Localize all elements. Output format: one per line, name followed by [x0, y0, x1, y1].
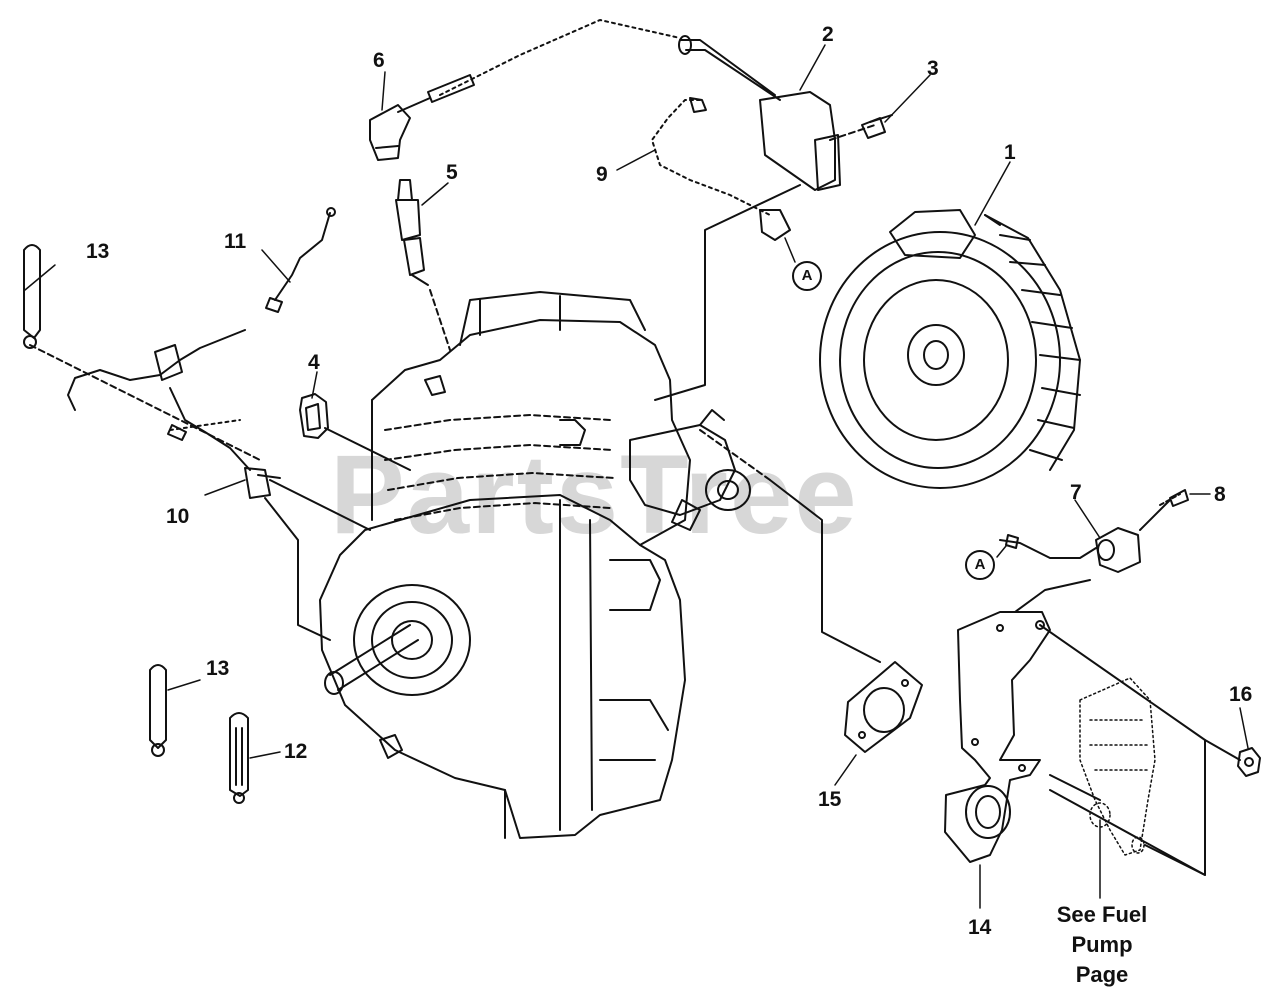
watermark: PartsTree [330, 432, 859, 557]
callout-4: 4 [308, 351, 320, 374]
spark-plug [395, 179, 451, 351]
nut-16 [1237, 747, 1261, 777]
callout-12: 12 [284, 740, 308, 763]
spark-plug-boot [369, 97, 431, 161]
grommet [299, 393, 411, 471]
bolt-3 [861, 114, 893, 139]
ignition-coil [678, 35, 876, 191]
callout-10: 10 [166, 505, 190, 528]
callout-13-upper: 13 [86, 240, 110, 263]
callout-6: 6 [373, 49, 385, 72]
ground-wire [265, 207, 336, 313]
callout-3: 3 [927, 57, 939, 80]
cable-tie-12 [229, 712, 249, 804]
callout-13-lower: 13 [206, 657, 230, 680]
fuel-pump-page-note: See Fuel Pump Page [1040, 900, 1164, 990]
callout-15: 15 [818, 788, 842, 811]
oil-sensor-harness [29, 329, 371, 641]
connector-ref-a-lower: A [965, 550, 995, 580]
stop-wire [651, 97, 791, 241]
callout-7: 7 [1070, 481, 1082, 504]
cable-tie-upper [23, 244, 41, 349]
callout-5: 5 [446, 161, 458, 184]
engine-block [319, 291, 771, 839]
callout-1: 1 [1004, 141, 1016, 164]
flywheel [819, 209, 1081, 489]
fuel-pump-outline [1079, 677, 1156, 856]
connector-ref-a-upper: A [792, 261, 822, 291]
callout-2: 2 [822, 23, 834, 46]
callout-11: 11 [224, 230, 247, 253]
carburetor-gasket [769, 479, 923, 753]
note-line-2: Pump [1071, 932, 1133, 957]
callout-8: 8 [1214, 483, 1226, 506]
note-line-3: Page [1075, 962, 1129, 987]
callout-16: 16 [1229, 683, 1253, 706]
note-line-1: See Fuel [1056, 902, 1148, 927]
fuel-pump-bracket [944, 579, 1091, 863]
cable-tie-lower [149, 664, 167, 757]
callout-9: 9 [596, 163, 608, 186]
callout-14: 14 [968, 916, 992, 939]
oil-sensor [999, 489, 1189, 573]
